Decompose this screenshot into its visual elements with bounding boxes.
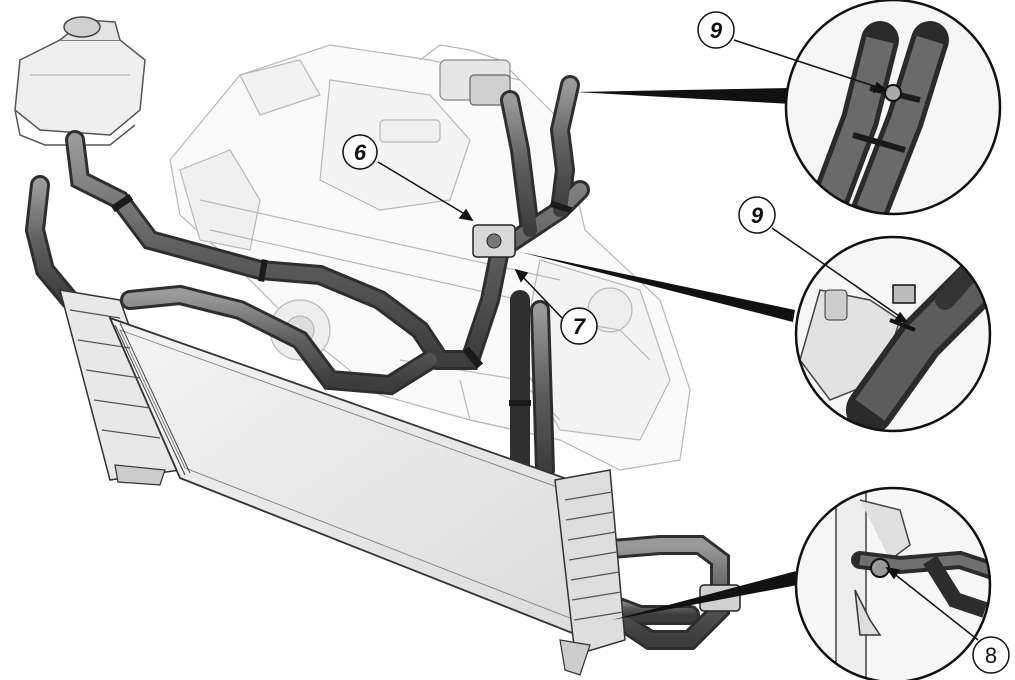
callout-9-middle: 9 (738, 196, 776, 234)
callout-8-label: 8 (985, 643, 997, 668)
detail-view-middle (794, 235, 992, 433)
expansion-tank (14, 16, 146, 146)
coolant-hoses (24, 75, 730, 650)
callout-9-top: 9 (697, 11, 735, 49)
detail-view-bottom (794, 486, 992, 680)
callout-6: 6 (342, 134, 378, 170)
radiator (58, 289, 626, 676)
callout-9-middle-label: 9 (751, 203, 764, 228)
callout-6-label: 6 (354, 140, 367, 165)
detail-pointers (520, 88, 803, 620)
callout-7-label: 7 (573, 314, 587, 339)
callout-9-top-label: 9 (710, 18, 723, 43)
callout-8: 8 (972, 636, 1010, 674)
detail-view-top (784, 0, 1002, 216)
callout-7: 7 (560, 307, 598, 345)
callout-leaders (377, 39, 979, 641)
